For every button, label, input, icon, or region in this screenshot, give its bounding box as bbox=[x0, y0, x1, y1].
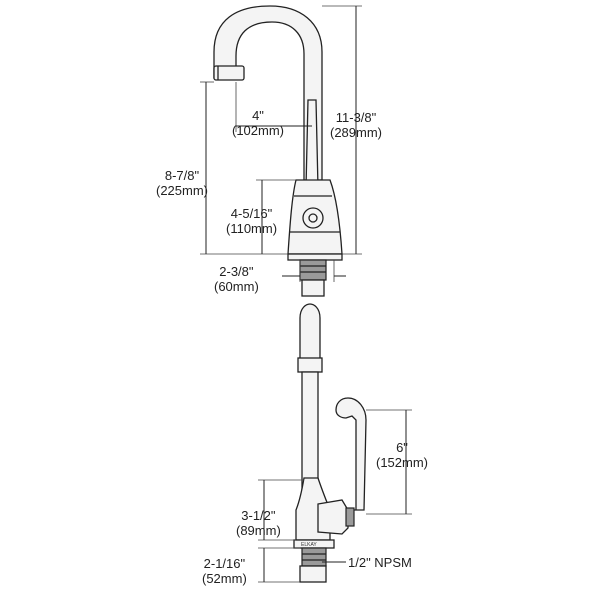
side-threaded-shank bbox=[301, 547, 327, 567]
threaded-shank bbox=[299, 259, 327, 281]
base-width-mm: (60mm) bbox=[214, 279, 259, 294]
base-flange bbox=[287, 253, 343, 261]
faucet-side-view: ELKAY bbox=[293, 303, 367, 583]
body-height-inches: 4-5/16" bbox=[230, 206, 273, 221]
spout-height-inches: 8-7/8" bbox=[164, 168, 200, 183]
base-width-inches: 2-3/8" bbox=[219, 264, 254, 279]
spout-height-mm: (225mm) bbox=[156, 183, 209, 198]
thread-callout: 1/2" NPSM bbox=[348, 555, 412, 570]
front-lever-handle bbox=[305, 99, 319, 189]
side-lock-nut bbox=[299, 565, 327, 583]
bottom-dimension-lines bbox=[258, 409, 412, 583]
spout-reach-mm: (102mm) bbox=[232, 123, 285, 138]
lock-nut bbox=[301, 279, 325, 297]
svg-text:ELKAY: ELKAY bbox=[301, 542, 317, 548]
shank-length-mm: (52mm) bbox=[202, 571, 247, 586]
riser-collar bbox=[297, 357, 323, 373]
handle-length-inches: 6" bbox=[396, 440, 408, 455]
valve-bonnet bbox=[317, 499, 349, 535]
body-height-mm: (110mm) bbox=[226, 221, 278, 236]
valve-height-mm: (89mm) bbox=[236, 523, 281, 538]
spout-reach-inches: 4" bbox=[252, 108, 264, 123]
overall-height-label: 11-3/8" (289mm) bbox=[330, 110, 382, 140]
overall-height-mm: (289mm) bbox=[330, 125, 383, 140]
gooseneck-spout bbox=[213, 5, 323, 181]
handle-length-label: 6" (152mm) bbox=[376, 440, 428, 470]
shank-length-inches: 2-1/16" bbox=[203, 556, 246, 571]
shank-length-label: 2-1/16" (52mm) bbox=[202, 556, 247, 586]
riser-tube bbox=[299, 303, 321, 371]
spout-reach-label: 4" (102mm) bbox=[232, 108, 284, 138]
top-dimension-lines bbox=[200, 5, 362, 282]
spout-outlet bbox=[213, 65, 245, 81]
spout-height-label: 8-7/8" (225mm) bbox=[156, 168, 208, 198]
faucet-front-view bbox=[213, 5, 343, 297]
body-height-label: 4-5/16" (110mm) bbox=[226, 206, 277, 236]
side-lever-handle bbox=[335, 397, 367, 511]
base-width-label: 2-3/8" (60mm) bbox=[214, 264, 259, 294]
handle-length-mm: (152mm) bbox=[376, 455, 429, 470]
overall-height-inches: 11-3/8" bbox=[335, 110, 377, 125]
valve-height-label: 3-1/2" (89mm) bbox=[236, 508, 281, 538]
valve-height-inches: 3-1/2" bbox=[241, 508, 276, 523]
